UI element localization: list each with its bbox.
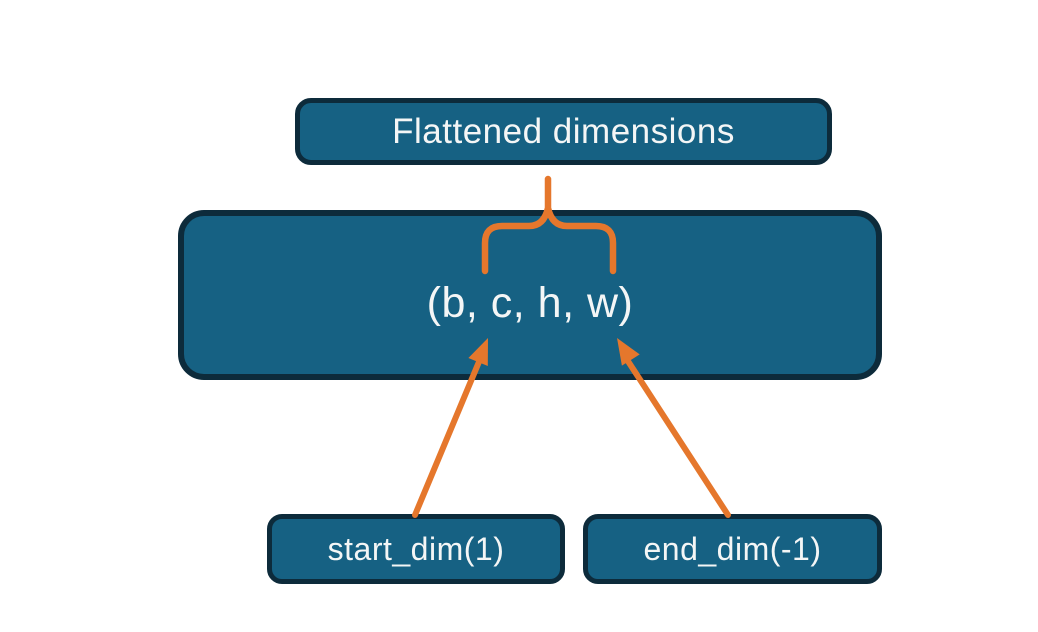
flattened-dimensions-label: Flattened dimensions xyxy=(392,111,735,151)
end-dim-label: end_dim(-1) xyxy=(643,530,822,567)
tensor-shape-label: (b, c, h, w) xyxy=(426,278,634,327)
start-dim-label: start_dim(1) xyxy=(327,530,505,567)
flattened-dimensions-box: Flattened dimensions xyxy=(295,98,832,165)
start-dim-box: start_dim(1) xyxy=(267,514,565,584)
tensor-shape-box: (b, c, h, w) xyxy=(178,210,882,380)
start-dim-arrow xyxy=(412,354,484,518)
end-dim-box: end_dim(-1) xyxy=(583,514,882,584)
